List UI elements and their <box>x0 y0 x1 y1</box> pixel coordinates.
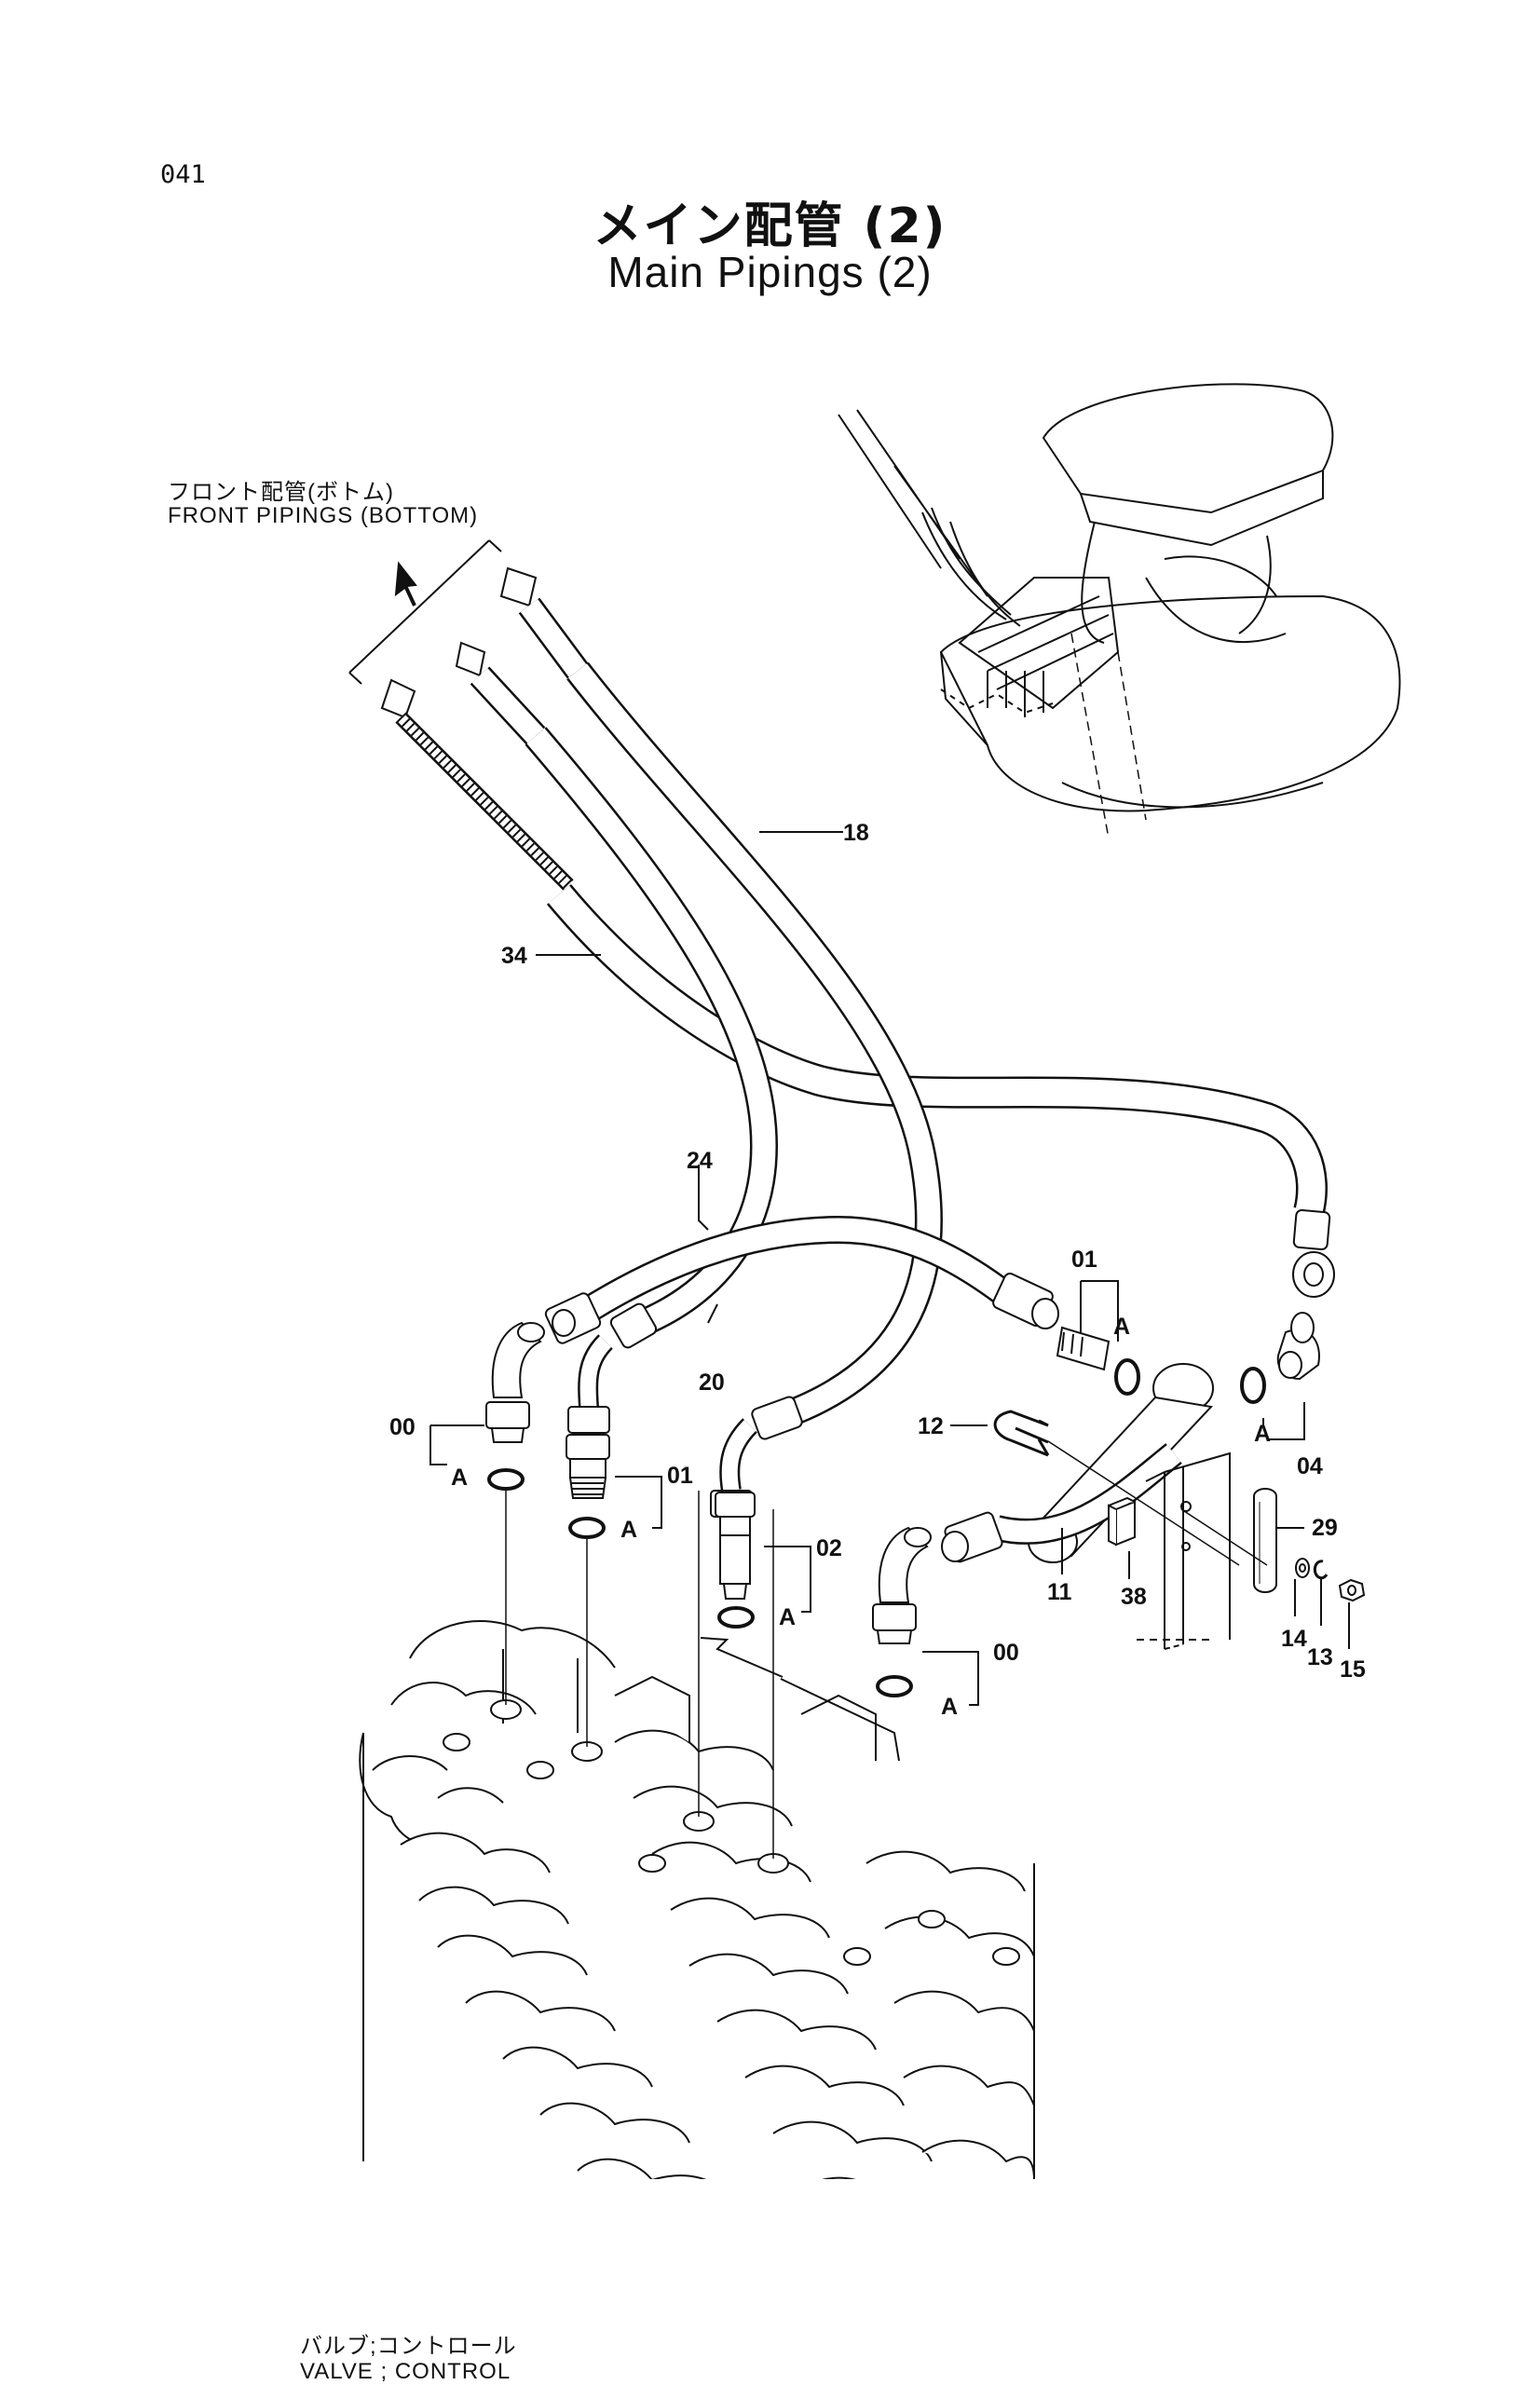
adapter-02 <box>715 1492 755 1599</box>
block-38 <box>1109 1498 1135 1545</box>
u-bolt-12 <box>995 1411 1048 1455</box>
elbow-fitting-00-left <box>486 1323 544 1442</box>
adapter-01-left <box>566 1435 609 1498</box>
callout-15: 15 <box>1340 1656 1366 1683</box>
title-japanese: メイン配管 (2) <box>593 198 947 254</box>
washer-14-hole <box>1300 1564 1305 1572</box>
front-pipings-note-jp: フロント配管(ボトム) <box>168 480 394 505</box>
control-valve-note-en: VALVE ; CONTROL <box>300 2359 511 2384</box>
hose-24 <box>544 1230 1058 1345</box>
o-ring-04 <box>1242 1369 1264 1402</box>
elbow-fitting-04 <box>1278 1313 1319 1379</box>
page-number: 041 <box>160 160 206 189</box>
callout-13: 13 <box>1307 1644 1333 1670</box>
break-line-2 <box>781 1679 899 1761</box>
pin-29 <box>1254 1489 1276 1592</box>
break-line-1 <box>701 1638 783 1677</box>
label-a-4: A <box>779 1604 797 1630</box>
callout-38: 38 <box>1121 1584 1147 1610</box>
o-ring-01-left <box>570 1519 604 1537</box>
label-a-3: A <box>620 1517 638 1543</box>
mounting-bracket <box>1137 1453 1230 1649</box>
callout-04: 04 <box>1297 1453 1323 1479</box>
hose-11 <box>942 1453 1174 1563</box>
washer-14 <box>1296 1559 1309 1577</box>
direction-arrow-icon <box>396 564 416 594</box>
label-a-6: A <box>941 1694 959 1720</box>
callout-18: 18 <box>843 820 869 846</box>
title-english: Main Pipings (2) <box>607 248 933 296</box>
callout-01-left: 01 <box>667 1463 693 1489</box>
adapter-01-right <box>1057 1328 1109 1370</box>
nut-15 <box>1340 1580 1364 1601</box>
callout-20: 20 <box>699 1370 725 1396</box>
callout-24: 24 <box>687 1148 713 1174</box>
callout-00-left: 00 <box>389 1414 416 1440</box>
snap-ring-13 <box>1315 1561 1327 1578</box>
hose-34 <box>382 680 1334 1297</box>
callout-11: 11 <box>1047 1579 1072 1605</box>
o-ring-left <box>489 1470 523 1489</box>
o-ring-00-right <box>878 1677 911 1696</box>
o-ring-01-right <box>1116 1360 1138 1394</box>
o-ring-02 <box>719 1608 753 1627</box>
callout-14: 14 <box>1281 1626 1307 1652</box>
callout-leaders <box>430 832 1349 1705</box>
hose-18 <box>501 568 929 1517</box>
label-a-2: A <box>451 1465 469 1491</box>
label-a-5: A <box>1254 1421 1272 1447</box>
callout-12: 12 <box>918 1413 944 1439</box>
control-valve-note-jp: バルブ;コントロール <box>300 2334 517 2359</box>
front-pipings-bracket <box>349 540 501 684</box>
hose-20 <box>457 643 764 1433</box>
callout-02: 02 <box>816 1535 842 1561</box>
callout-00-right: 00 <box>993 1640 1019 1666</box>
machine-overview-inset <box>838 384 1399 838</box>
front-pipings-note-en: FRONT PIPINGS (BOTTOM) <box>168 503 479 528</box>
control-valve-assembly <box>360 1621 1043 2179</box>
callout-29: 29 <box>1312 1515 1338 1541</box>
elbow-fitting-00-right <box>873 1528 931 1643</box>
callout-34: 34 <box>501 943 527 969</box>
parts-diagram <box>0 0 1540 2179</box>
callout-01-right: 01 <box>1071 1247 1097 1273</box>
label-a-1: A <box>1113 1314 1131 1340</box>
